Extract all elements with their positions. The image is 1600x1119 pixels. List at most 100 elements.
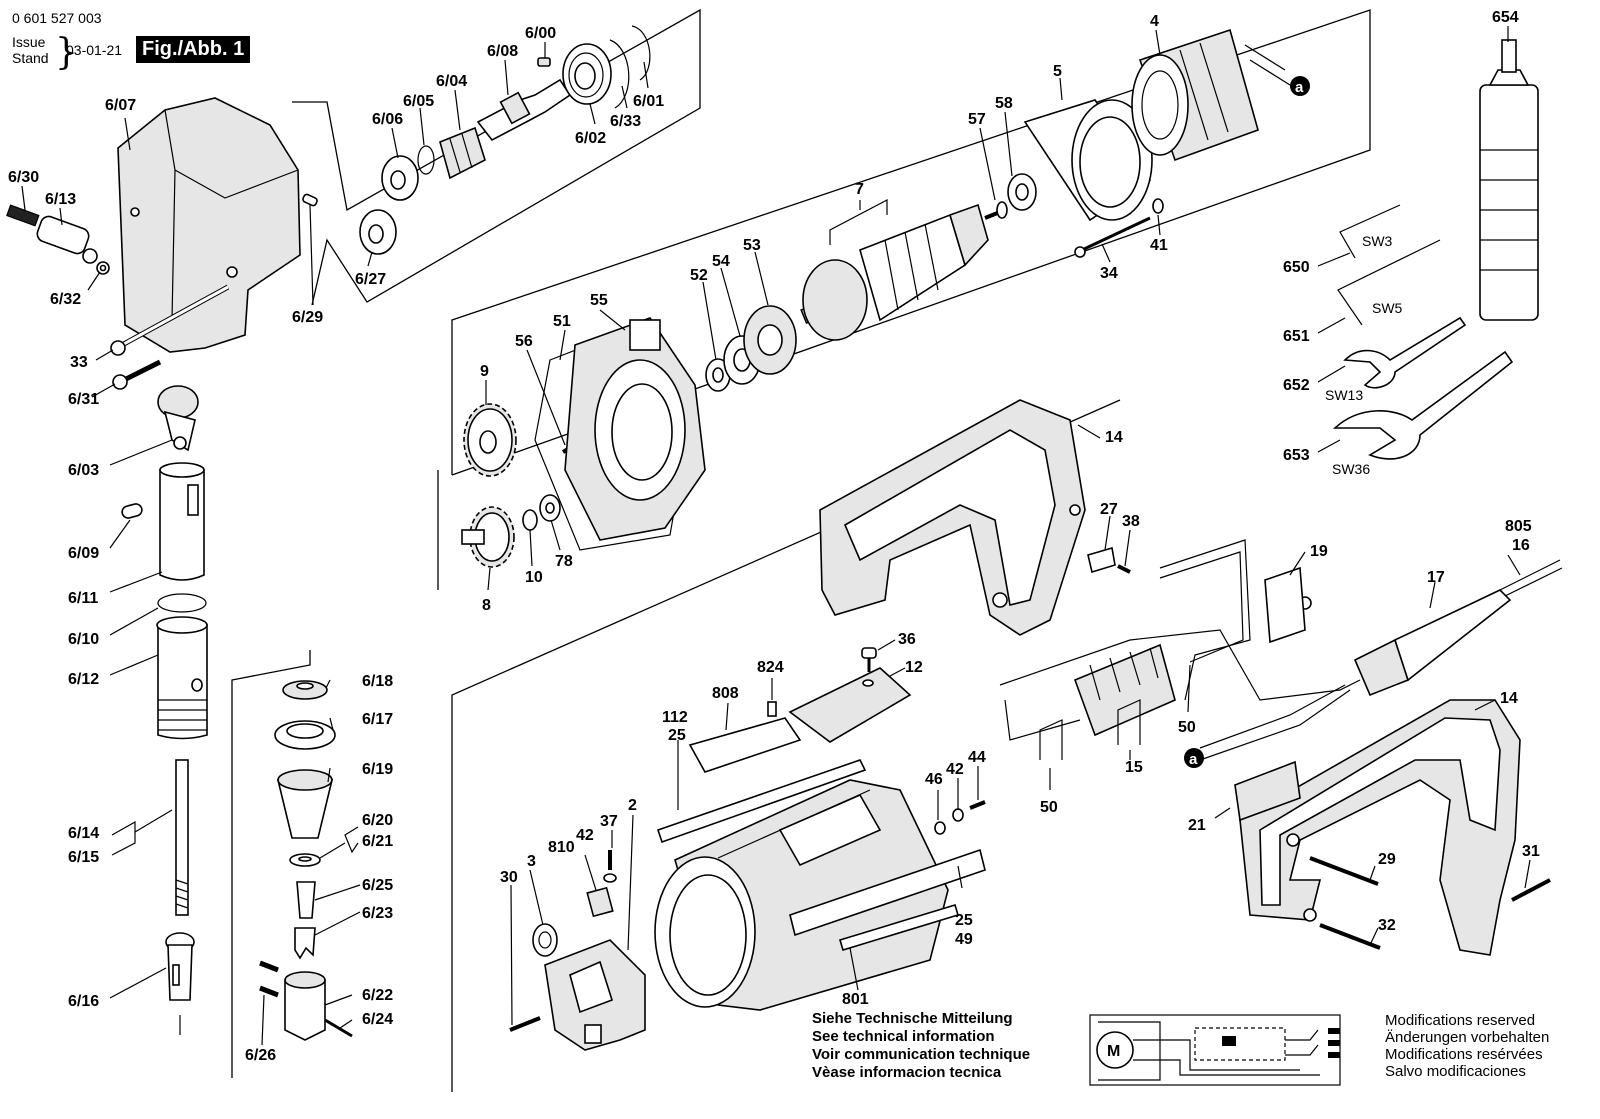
punch-insert	[296, 881, 316, 919]
label-sw36: SW36	[1332, 461, 1370, 477]
modifications-notice: Modifications reserved Änderungen vorbeh…	[1385, 1012, 1549, 1080]
label-16: 16	[1512, 537, 1530, 554]
label-a-lower: a	[1189, 751, 1198, 768]
label-44: 44	[968, 749, 986, 766]
circlip-6-33	[609, 39, 630, 109]
label-36: 36	[898, 631, 916, 648]
label-7: 7	[855, 181, 864, 198]
label-6-03: 6/03	[68, 462, 99, 479]
label-54: 54	[712, 253, 730, 270]
handle-upper	[819, 399, 1086, 636]
issue-date: 03-01-21	[66, 42, 123, 58]
washer-42	[952, 808, 964, 822]
label-6-24: 6/24	[362, 1011, 393, 1028]
label-49: 49	[955, 931, 973, 948]
mod-fr: Modifications resérvées	[1385, 1046, 1543, 1063]
screw-31	[1511, 878, 1551, 902]
clamping-nut	[274, 720, 336, 750]
label-37: 37	[600, 813, 618, 830]
label-6-01: 6/01	[633, 93, 664, 110]
label-6-14: 6/14	[68, 825, 99, 842]
label-5: 5	[1053, 63, 1062, 80]
label-56: 56	[515, 333, 533, 350]
gear-9	[463, 403, 517, 477]
punch-rod	[175, 759, 189, 916]
label-58: 58	[995, 95, 1013, 112]
screw-36	[861, 647, 877, 672]
label-9: 9	[480, 363, 489, 380]
eccentric-shaft	[476, 78, 572, 142]
die-holder	[165, 932, 195, 1001]
die	[284, 971, 326, 1041]
label-653: 653	[1283, 447, 1310, 464]
bushing-78	[539, 494, 561, 522]
label-801: 801	[842, 991, 869, 1008]
label-15: 15	[1125, 759, 1143, 776]
label-33: 33	[70, 354, 88, 371]
set-screw	[6, 204, 40, 227]
label-32: 32	[1378, 917, 1396, 934]
label-6-13: 6/13	[45, 191, 76, 208]
spring-3	[532, 923, 558, 957]
mod-en: Modifications reserved	[1385, 1012, 1536, 1029]
label-6-05: 6/05	[403, 93, 434, 110]
mod-de: Änderungen vorbehalten	[1385, 1029, 1550, 1046]
screw-44	[969, 800, 986, 810]
pin-6-24	[324, 1018, 353, 1038]
label-sw5: SW5	[1372, 300, 1403, 316]
label-14-lower: 14	[1500, 690, 1518, 707]
figure-label: Fig./Abb. 1	[136, 36, 251, 63]
label-805: 805	[1505, 518, 1532, 535]
label-3: 3	[527, 853, 536, 870]
label-55: 55	[590, 292, 608, 309]
label-34: 34	[1100, 265, 1118, 282]
label-824: 824	[757, 659, 784, 676]
label-6-09: 6/09	[68, 545, 99, 562]
label-6-00: 6/00	[525, 25, 556, 42]
motor-housing	[654, 779, 949, 1011]
label-6-20: 6/20	[362, 812, 393, 829]
label-6-27: 6/27	[355, 271, 386, 288]
label-31: 31	[1522, 843, 1540, 860]
label-4: 4	[1150, 13, 1159, 30]
label-27: 27	[1100, 501, 1118, 518]
cable-clamp-27	[1087, 546, 1116, 574]
part-labels: 6/00 6/08 6/04 6/05 6/06 6/01 6/33 6/02 …	[8, 9, 1540, 1064]
label-808: 808	[712, 685, 739, 702]
ball-bearing-lower	[359, 209, 397, 255]
washer-10	[522, 509, 538, 531]
label-6-07: 6/07	[105, 97, 136, 114]
label-6-25: 6/25	[362, 877, 393, 894]
screw-32	[1319, 923, 1381, 950]
key	[537, 57, 551, 67]
label-654: 654	[1492, 9, 1519, 26]
rivet-824	[767, 701, 777, 717]
label-6-08: 6/08	[487, 43, 518, 60]
label-651: 651	[1283, 328, 1310, 345]
label-42-left: 42	[576, 827, 594, 844]
label-6-33: 6/33	[610, 113, 641, 130]
plunger	[159, 462, 205, 581]
label-46: 46	[925, 771, 943, 788]
frame-cutter-head	[231, 650, 311, 1078]
label-12: 12	[905, 659, 923, 676]
label-78: 78	[555, 553, 573, 570]
document-number: 0 601 527 003	[12, 10, 102, 26]
cover-plate-12	[788, 667, 912, 743]
label-strip-25	[789, 848, 986, 937]
mod-es: Salvo modificaciones	[1385, 1063, 1526, 1080]
label-52: 52	[690, 267, 708, 284]
hex-key-sw3	[1339, 204, 1401, 259]
label-652: 652	[1283, 377, 1310, 394]
label-6-15: 6/15	[68, 849, 99, 866]
connection-a-lower	[1184, 748, 1204, 768]
wiring-harness	[999, 539, 1361, 761]
label-10: 10	[525, 569, 543, 586]
note-es: Vèase informacion tecnica	[812, 1064, 1002, 1081]
label-25-upper: 25	[668, 727, 686, 744]
cutter-blade	[294, 927, 316, 960]
washer	[289, 853, 321, 867]
label-19: 19	[1310, 543, 1328, 560]
label-6-02: 6/02	[575, 130, 606, 147]
